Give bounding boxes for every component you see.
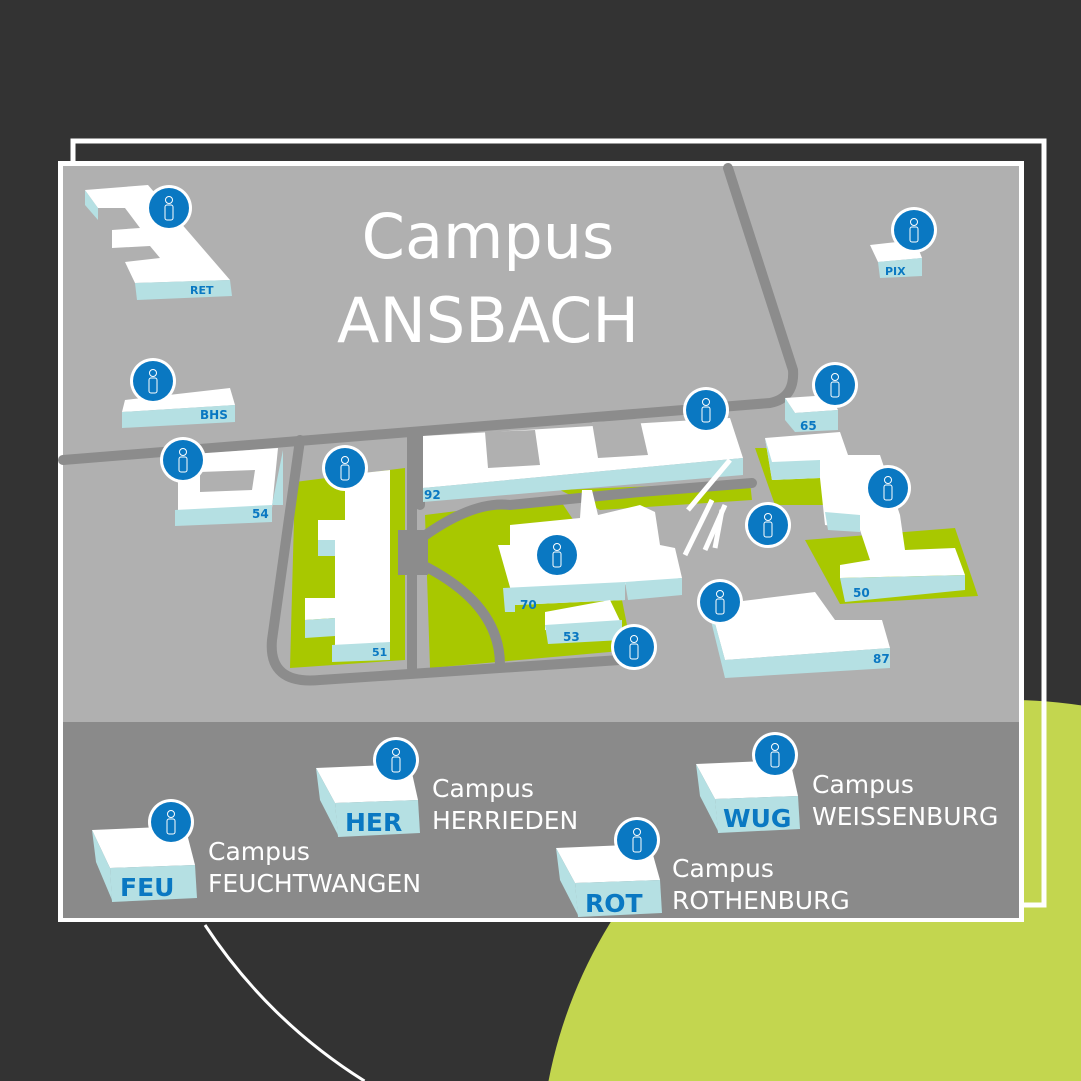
info-pin-65[interactable] <box>811 361 859 409</box>
info-pin-feu[interactable] <box>147 798 195 846</box>
info-pin-54[interactable] <box>159 436 207 484</box>
building-label-70: 70 <box>520 598 537 612</box>
campus-name-feu: FEUCHTWANGEN <box>208 869 421 898</box>
info-pin-50[interactable] <box>864 464 912 512</box>
campus-code-feu: FEU <box>120 873 174 902</box>
campus-word-wug: Campus <box>812 770 914 799</box>
building-ret[interactable]: RET <box>85 185 232 300</box>
info-pin-92[interactable] <box>682 386 730 434</box>
campus-word-her: Campus <box>432 774 534 803</box>
campus-word-feu: Campus <box>208 837 310 866</box>
info-pin-53[interactable] <box>610 623 658 671</box>
campus-name-her: HERRIEDEN <box>432 806 578 835</box>
building-53[interactable]: 53 <box>545 600 622 644</box>
building-label-92: 92 <box>424 488 441 502</box>
building-pix[interactable]: PIX <box>870 240 922 278</box>
campus-name-wug: WEISSENBURG <box>812 802 998 831</box>
building-label-ret: RET <box>190 284 214 297</box>
info-pin-bhs[interactable] <box>129 357 177 405</box>
building-70[interactable]: 70 <box>498 490 682 612</box>
building-92[interactable]: 92 <box>423 418 743 502</box>
campus-name-rot: ROTHENBURG <box>672 886 850 915</box>
building-label-87: 87 <box>873 652 890 666</box>
campus-code-wug: WUG <box>723 804 791 833</box>
campus-code-her: HER <box>345 808 402 837</box>
building-label-51: 51 <box>372 646 387 659</box>
building-label-54: 54 <box>252 507 269 521</box>
decor-circle-outline <box>203 924 366 1081</box>
campus-code-rot: ROT <box>585 889 643 918</box>
satellite-strip <box>63 722 1019 918</box>
building-51[interactable]: 51 <box>305 470 390 662</box>
building-label-53: 53 <box>563 630 580 644</box>
building-label-pix: PIX <box>885 265 906 278</box>
info-pin-87[interactable] <box>696 578 744 626</box>
info-pin-sculpture[interactable] <box>744 501 792 549</box>
plaza <box>398 530 428 575</box>
info-pin-51[interactable] <box>321 444 369 492</box>
info-pin-her[interactable] <box>372 736 420 784</box>
building-50[interactable]: 50 <box>765 432 965 602</box>
building-label-bhs: BHS <box>200 408 228 422</box>
map-title-line2: ANSBACH <box>337 284 639 357</box>
info-pin-wug[interactable] <box>751 731 799 779</box>
info-pin-pix[interactable] <box>890 206 938 254</box>
building-label-50: 50 <box>853 586 870 600</box>
info-pin-rot[interactable] <box>613 816 661 864</box>
building-label-65: 65 <box>800 419 817 433</box>
sculpture <box>682 458 732 557</box>
campus-feu[interactable]: FEU Campus FEUCHTWANGEN <box>92 826 421 902</box>
info-pin-70[interactable] <box>533 531 581 579</box>
building-bhs[interactable]: BHS <box>122 388 235 428</box>
campus-word-rot: Campus <box>672 854 774 883</box>
campus-rot[interactable]: ROT Campus ROTHENBURG <box>556 844 850 918</box>
map-title-line1: Campus <box>362 200 615 273</box>
info-pin-ret[interactable] <box>145 184 193 232</box>
